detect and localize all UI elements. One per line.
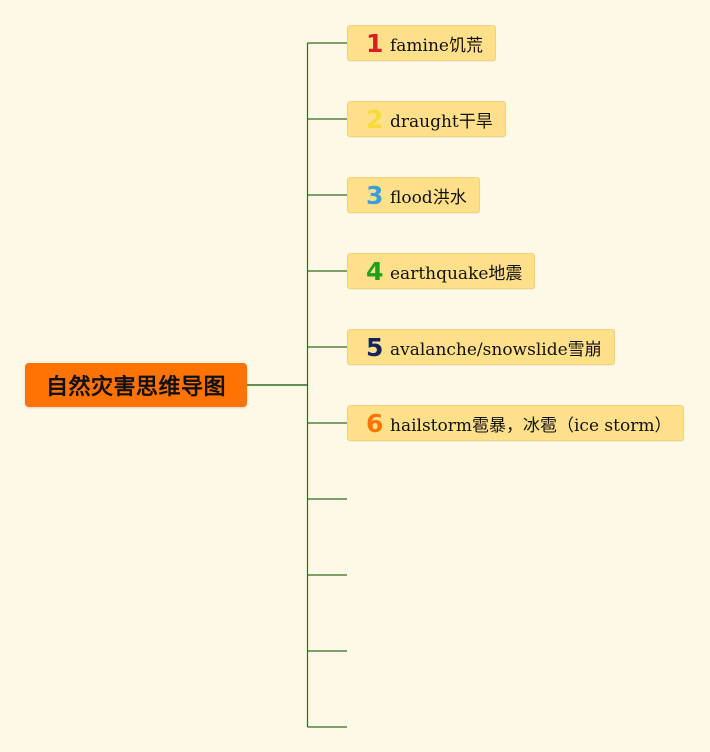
topic-node-5[interactable]: 5 avalanche/snowslide雪崩 <box>347 329 615 365</box>
number-badge-2-icon: 2 <box>366 104 384 134</box>
topic-node-6[interactable]: 6 hailstorm雹暴，冰雹（ice storm） <box>347 405 685 441</box>
topic-label-1: famine饥荒 <box>390 35 483 56</box>
central-topic[interactable]: 自然灾害思维导图 <box>25 363 247 407</box>
number-badge-5-icon: 5 <box>366 332 384 362</box>
number-badge-1-icon: 1 <box>366 28 384 58</box>
number-badge-4-icon: 4 <box>366 256 384 286</box>
topic-label-2: draught干旱 <box>390 111 493 132</box>
topic-node-4[interactable]: 4 earthquake地震 <box>347 253 536 289</box>
number-badge-6-icon: 6 <box>366 408 384 438</box>
topic-label-6: hailstorm雹暴，冰雹（ice storm） <box>390 415 672 436</box>
topic-label-3: flood洪水 <box>390 187 467 208</box>
topic-node-2[interactable]: 2 draught干旱 <box>347 101 506 137</box>
topic-label-5: avalanche/snowslide雪崩 <box>390 339 602 360</box>
topic-label-4: earthquake地震 <box>390 263 523 284</box>
central-topic-label: 自然灾害思维导图 <box>45 375 226 400</box>
topic-node-1[interactable]: 1 famine饥荒 <box>347 25 496 61</box>
number-badge-3-icon: 3 <box>366 180 384 210</box>
topic-node-3[interactable]: 3 flood洪水 <box>347 177 480 213</box>
